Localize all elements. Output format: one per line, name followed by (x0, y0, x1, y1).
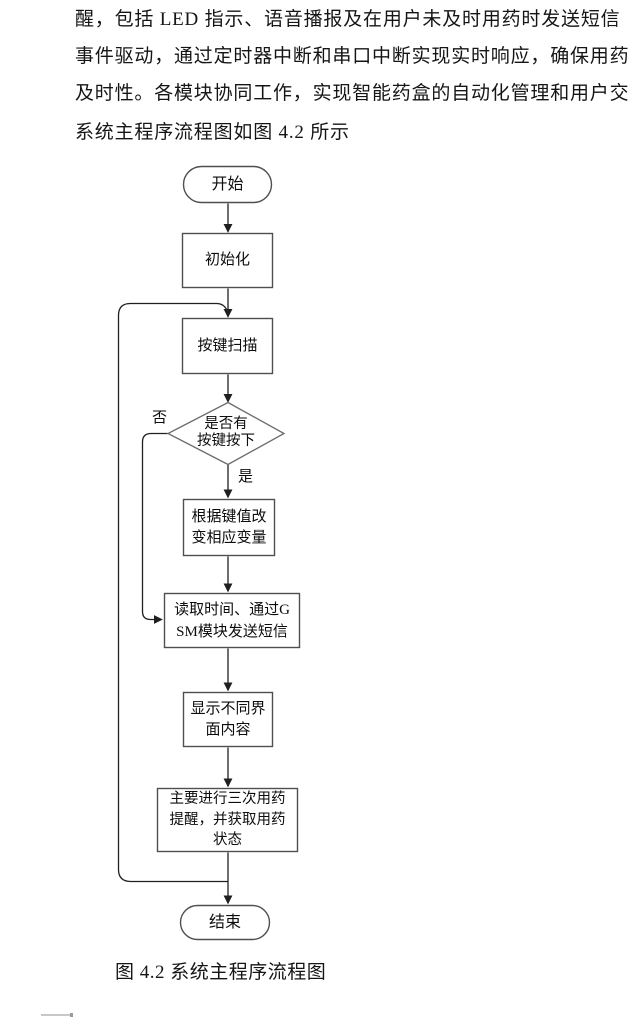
node-display-label: 显示不同界 面内容 (183, 692, 273, 747)
display-line: 显示不同界 (190, 700, 266, 717)
remind-process-shape (156, 787, 299, 853)
edge-loop-back (117, 302, 229, 883)
node-read-sms-label: 读取时间、通过G SM模块发送短信 (164, 593, 300, 648)
paragraph-line: 事件驱动，通过定时器中断和串口中断实现实时响应，确保用药 (75, 46, 630, 67)
node-remind-label: 主要进行三次用药 提醒，并获取用药 状态 (157, 788, 298, 852)
figure-caption: 图 4.2 系统主程序流程图 (115, 962, 327, 983)
branch-label-no: 否 (152, 410, 168, 426)
read-sms-line: 读取时间、通过G (174, 601, 290, 618)
read-sms-line: SM模块发送短信 (176, 623, 288, 640)
remind-line: 主要进行三次用药 (169, 791, 286, 808)
remind-line: 提醒，并获取用药 (169, 811, 286, 828)
node-init-label: 初始化 (204, 252, 250, 268)
display-process-shape (182, 691, 274, 748)
decision-line: 按键按下 (197, 433, 255, 449)
paragraph-line: 系统主程序流程图如图 4.2 所示 (75, 122, 350, 143)
decision-line: 是否有 (204, 415, 248, 432)
edge-decision-no (141, 432, 168, 624)
node-decision-label: 是否有 按键按下 (168, 402, 284, 464)
remind-line: 状态 (213, 832, 242, 849)
node-updatevars-label: 根据键值改 变相应变量 (183, 499, 275, 556)
node-keyscan-label: 按键扫描 (197, 337, 258, 354)
read-sms-process-shape (163, 592, 301, 649)
updatevars-line: 根据键值改 (191, 508, 267, 525)
branch-label-yes: 是 (238, 469, 254, 485)
paragraph-line: 醒，包括 LED 指示、语音播报及在用户未及时用药时发送短信 (75, 9, 621, 30)
paragraph-line: 及时性。各模块协同工作，实现智能药盒的自动化管理和用户交 (75, 83, 630, 104)
decision-diamond-shape (166, 401, 286, 466)
init-process-shape (181, 232, 274, 289)
node-end-label: 结束 (208, 914, 241, 931)
updatevars-process-shape (182, 498, 276, 557)
start-terminator-shape (182, 165, 273, 204)
end-terminator-shape (179, 904, 271, 941)
display-line: 面内容 (205, 721, 251, 738)
node-start-label: 开始 (211, 176, 244, 193)
keyscan-process-shape (181, 317, 274, 375)
updatevars-line: 变相应变量 (191, 529, 267, 546)
cutoff-box-corner (70, 1013, 73, 1017)
cutoff-box-top-edge (41, 1014, 72, 1016)
